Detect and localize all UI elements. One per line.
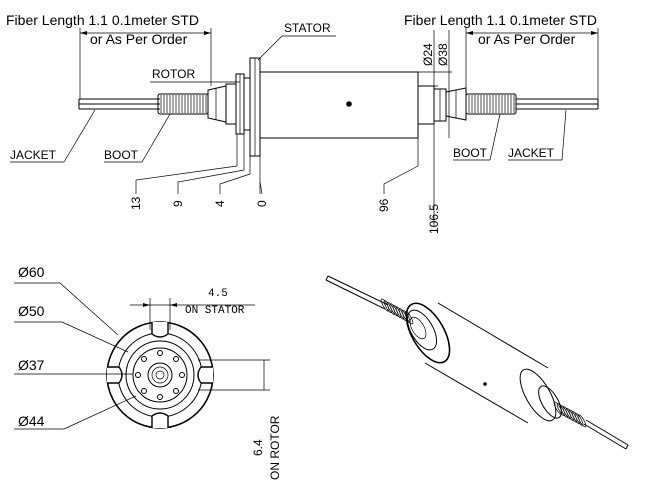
rotor-label: ROTOR — [152, 67, 195, 81]
dim-13: 13 — [129, 196, 143, 210]
dia-37-label: Ø37 — [18, 357, 45, 373]
left-boot — [157, 93, 209, 115]
dia-60-label: Ø60 — [18, 264, 45, 280]
dim-106-5: 106.5 — [427, 204, 441, 234]
axial-dims: 13 9 4 0 96 106.5 — [129, 124, 441, 234]
fiber-length-dim-right: Fiber Length 1.1 0.1meter STD or As Per … — [404, 12, 599, 99]
rotor-flange — [235, 73, 251, 135]
fiber-length-left-line2: or As Per Order — [90, 31, 188, 47]
left-fiber-cable — [78, 98, 160, 110]
side-view: Fiber Length 1.1 0.1meter STD or As Per … — [6, 12, 599, 234]
rotor-dim-note: ON ROTOR — [268, 415, 282, 480]
iso-boot-rib — [577, 414, 587, 428]
jacket-right-label: JACKET — [508, 146, 555, 160]
dim-9: 9 — [171, 200, 185, 207]
right-fiber-cable — [516, 98, 599, 110]
dia-50-label: Ø50 — [18, 303, 45, 319]
boot-right-callout: BOOT — [453, 113, 501, 161]
dim-0: 0 — [255, 200, 269, 207]
stator-dim-value: 4.5 — [208, 288, 228, 300]
boot-left-callout: BOOT — [104, 113, 171, 163]
isometric-view — [325, 275, 629, 450]
dia-24-label: Ø24 — [421, 43, 435, 66]
dia-44-label: Ø44 — [18, 413, 45, 429]
fiber-length-right-line2: or As Per Order — [478, 31, 576, 47]
end-view: Ø60 Ø50 Ø37 Ø44 4.5 ON STATOR 6.4 ON ROT… — [14, 264, 282, 480]
stator-dim-note: ON STATOR — [185, 305, 245, 317]
circle-44 — [125, 340, 195, 410]
boot-right-label: BOOT — [453, 146, 488, 160]
rotor-callout: ROTOR — [150, 67, 240, 83]
dim-96: 96 — [377, 198, 391, 212]
body-mark — [346, 101, 352, 107]
jacket-left-callout: JACKET — [10, 109, 96, 163]
left-connector — [207, 83, 237, 125]
dia-38-label: Ø38 — [436, 43, 450, 66]
stator-flange — [249, 57, 261, 157]
jacket-left-label: JACKET — [10, 148, 57, 162]
circle-50 — [117, 332, 203, 418]
notches — [107, 322, 213, 428]
outer-circle-60 — [106, 321, 214, 429]
jacket-right-callout: JACKET — [508, 109, 567, 161]
dim-4: 4 — [213, 200, 227, 207]
end-view-leaders — [14, 282, 270, 430]
fiber-length-dim-left: Fiber Length 1.1 0.1meter STD or As Per … — [6, 12, 212, 99]
center-hub — [147, 362, 173, 388]
stator-label: STATOR — [284, 21, 331, 35]
diameter-dims: Ø24 Ø38 — [418, 30, 452, 138]
circle-37 — [132, 347, 188, 403]
bolt-holes — [135, 350, 185, 400]
right-connector — [417, 85, 467, 125]
rotor-dim-value: 6.4 — [251, 439, 265, 456]
right-boot — [465, 93, 517, 115]
fiber-length-right-line1: Fiber Length 1.1 0.1meter STD — [404, 12, 597, 28]
main-body — [259, 71, 419, 139]
boot-left-label: BOOT — [104, 148, 139, 162]
fiber-length-left-line1: Fiber Length 1.1 0.1meter STD — [6, 12, 199, 28]
stator-callout: STATOR — [257, 21, 336, 61]
